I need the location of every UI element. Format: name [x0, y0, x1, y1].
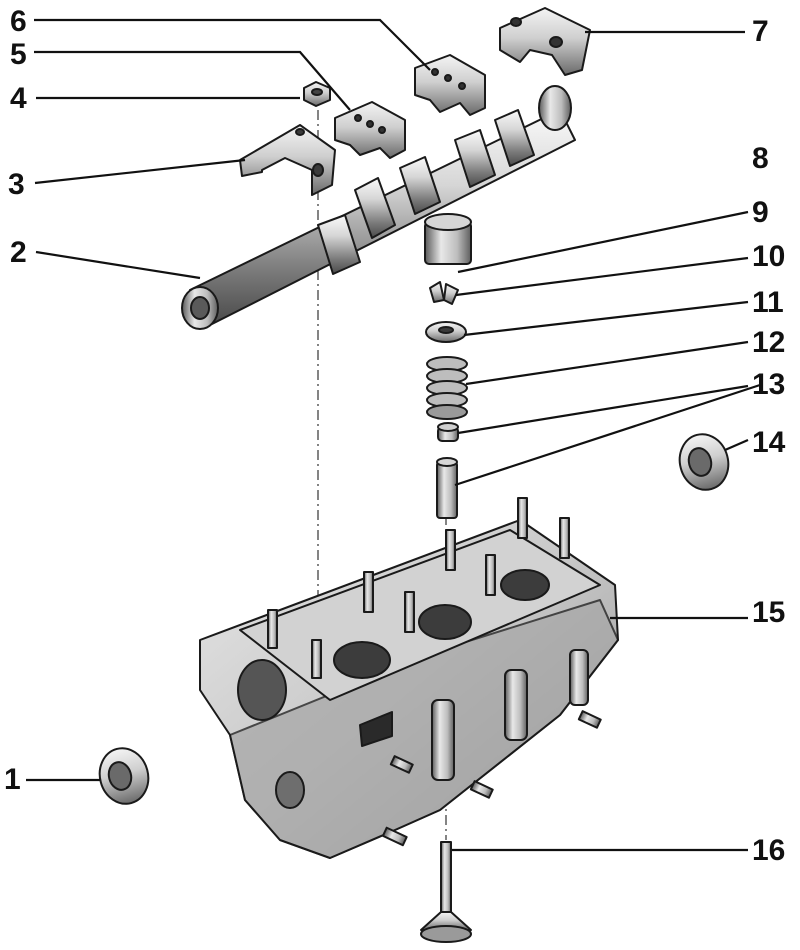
- cylinder-head: [199, 497, 619, 859]
- callout-13: 13: [752, 368, 786, 401]
- callout-7: 7: [752, 15, 769, 48]
- valve-guide: [436, 457, 458, 519]
- callout-12: 12: [752, 326, 786, 359]
- callout-16: 16: [752, 834, 786, 867]
- bearing-cap-3: [239, 124, 336, 196]
- valve: [420, 841, 472, 943]
- callout-11: 11: [752, 286, 784, 319]
- leader-line-2: [35, 250, 201, 280]
- leader-line-5: [34, 50, 351, 111]
- leader-line-9: [457, 210, 749, 274]
- callout-6: 6: [10, 5, 27, 38]
- oil-seal-1: [98, 747, 150, 805]
- tappet: [424, 213, 472, 265]
- callout-8: 8: [752, 142, 769, 175]
- bearing-cap-7: [499, 7, 591, 76]
- valve-spring: [426, 356, 468, 420]
- callout-3: 3: [8, 168, 25, 201]
- callout-15: 15: [752, 596, 786, 629]
- leader-line-12: [465, 340, 749, 386]
- callout-5: 5: [10, 38, 27, 71]
- oil-seal-14: [678, 433, 730, 491]
- leader-line-3: [34, 158, 246, 185]
- leader-line-13b: [454, 383, 761, 487]
- bearing-cap-6: [414, 54, 486, 116]
- callout-14: 14: [752, 426, 786, 459]
- nut: [303, 81, 331, 107]
- leader-lines: [26, 18, 761, 852]
- leader-line-14: [724, 438, 749, 452]
- leader-line-13: [457, 384, 749, 435]
- leader-line-11: [463, 300, 749, 337]
- callout-4: 4: [10, 82, 27, 115]
- valve-collets: [429, 281, 459, 305]
- leader-line-6: [34, 18, 431, 71]
- valve-stem-seal: [437, 422, 459, 442]
- callout-2: 2: [10, 236, 27, 269]
- callout-1: 1: [4, 763, 21, 796]
- callout-10: 10: [752, 240, 786, 273]
- camshaft: [181, 85, 576, 330]
- leader-line-10: [455, 256, 749, 297]
- bearing-cap-5: [334, 101, 406, 159]
- callout-9: 9: [752, 196, 769, 229]
- spring-retainer: [425, 321, 467, 343]
